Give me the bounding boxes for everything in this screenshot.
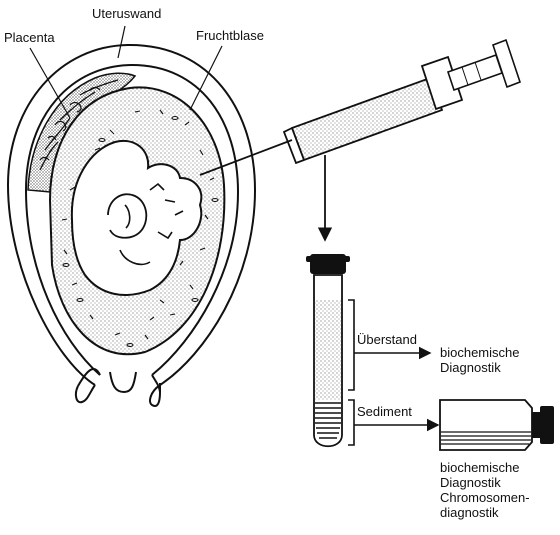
flask-neck — [532, 412, 540, 438]
amniotic-sac-leader — [189, 45, 223, 111]
sediment-label: Sediment — [357, 404, 412, 419]
uterus-wall-label: Uteruswand — [92, 6, 161, 21]
supernatant-label: Überstand — [357, 332, 417, 347]
sediment-output-line3: Chromosomen- — [440, 490, 530, 505]
syringe-needle — [199, 139, 293, 176]
fetus — [70, 139, 203, 296]
sediment-output-line4: diagnostik — [440, 505, 499, 520]
sediment-bracket — [348, 399, 355, 446]
amniotic-sac-label: Fruchtblase — [196, 28, 264, 43]
cervix — [109, 371, 137, 394]
tube-supernatant — [315, 300, 341, 400]
culture-flask — [439, 399, 554, 451]
uterus-outer-wall — [6, 43, 257, 407]
sediment-output-line1: biochemische — [440, 460, 520, 475]
tube-sediment — [315, 402, 341, 439]
supernatant-output-line2: Diagnostik — [440, 360, 501, 375]
uterus-outer-wall-left-foot — [74, 384, 96, 404]
uterus — [6, 43, 257, 407]
supernatant-output-line1: biochemische — [440, 345, 520, 360]
fetus-body — [70, 139, 203, 296]
sediment-output-line2: Diagnostik — [440, 475, 501, 490]
flask-cap — [540, 406, 554, 444]
supernatant-bracket — [348, 299, 355, 391]
syringe — [199, 38, 522, 176]
syringe-plunger — [446, 53, 504, 92]
placenta-leader — [29, 47, 71, 119]
uterus-wall-leader — [117, 25, 126, 59]
syringe-barrel — [290, 76, 444, 162]
uterus-inner-wall — [24, 63, 240, 376]
test-tube — [306, 254, 355, 448]
placenta-label: Placenta — [4, 30, 55, 45]
label-leaders — [29, 25, 223, 119]
